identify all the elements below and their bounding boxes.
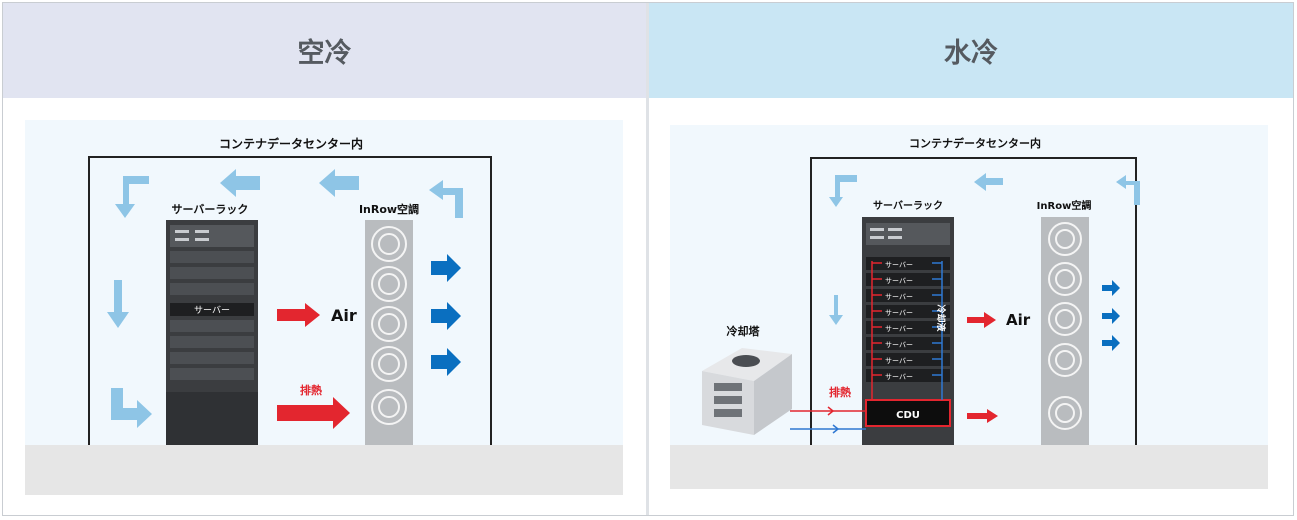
server-label: サーバー xyxy=(885,261,913,269)
rack-label: サーバーラック xyxy=(873,200,943,212)
header-air-cooling: 空冷 xyxy=(3,3,646,98)
arrow-left xyxy=(974,173,1003,191)
arrow-left-2 xyxy=(319,169,359,197)
arrow-corner-top-left xyxy=(115,176,149,218)
container-title: コンテナデータセンター内 xyxy=(219,136,363,151)
arrow-corner-top-right xyxy=(429,180,463,218)
server-label: サーバー xyxy=(885,341,913,349)
arrow-corner-bottom-left xyxy=(111,388,152,428)
tower-pipes xyxy=(790,406,866,434)
server-label: サーバー xyxy=(885,357,913,365)
server-label: サーバー xyxy=(885,373,913,381)
server-rack xyxy=(166,220,258,445)
inrow-ac-unit xyxy=(365,220,413,445)
water-cooling-diagram: コンテナデータセンター内 サーバーラック xyxy=(670,125,1268,489)
container-title: コンテナデータセンター内 xyxy=(909,136,1041,150)
header-water-cooling: 水冷 xyxy=(649,3,1293,98)
diagram-background xyxy=(670,125,1268,489)
container-outline xyxy=(88,156,492,445)
air-flow-arrow xyxy=(277,303,320,327)
ac-label: InRow空調 xyxy=(359,202,419,216)
air-cooling-diagram: コンテナデータセンター内 サーバーラック xyxy=(25,120,623,495)
arrow-corner-top-left xyxy=(829,175,857,207)
floor xyxy=(670,445,1268,489)
arrow-corner-top-right xyxy=(1116,175,1140,205)
server-rack xyxy=(862,217,954,445)
air-label: Air xyxy=(331,306,357,325)
server-label: サーバー xyxy=(885,277,913,285)
svg-text:冷却液: 冷却液 xyxy=(935,304,947,332)
server-label: サーバー xyxy=(885,325,913,333)
air-flow-arrow xyxy=(967,312,996,328)
arrow-down xyxy=(829,295,843,325)
server-label: サーバー xyxy=(885,309,913,317)
coolant-label: 冷却液 xyxy=(935,304,947,332)
tower-label: 冷却塔 xyxy=(727,324,761,338)
cdu-label: CDU xyxy=(896,410,920,421)
arrow-left-1 xyxy=(220,169,260,197)
air-circulation-arrows xyxy=(107,169,463,428)
floor xyxy=(25,445,623,495)
cool-air-arrows xyxy=(1102,280,1120,351)
arrow-down xyxy=(107,280,129,328)
server-label: サーバー xyxy=(194,305,230,316)
exhaust-arrow xyxy=(967,409,998,423)
coolant-loop xyxy=(871,261,943,400)
cooling-tower xyxy=(702,348,792,435)
ac-label: InRow空調 xyxy=(1037,199,1092,212)
inrow-ac-unit xyxy=(1041,217,1089,445)
exhaust-label: 排熱 xyxy=(829,385,851,399)
air-circulation-arrows xyxy=(829,173,1140,325)
column-divider xyxy=(646,3,649,515)
cool-air-arrows xyxy=(431,254,461,376)
air-label: Air xyxy=(1006,311,1031,329)
exhaust-label: 排熱 xyxy=(300,383,322,397)
exhaust-arrow xyxy=(277,397,350,429)
rack-label: サーバーラック xyxy=(172,203,249,216)
container-outline xyxy=(810,157,1137,445)
server-label: サーバー xyxy=(885,293,913,301)
